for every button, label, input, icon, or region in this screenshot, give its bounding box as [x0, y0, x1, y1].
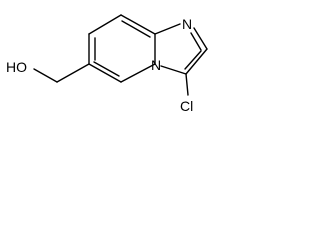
double-bond-c2-c3-inner: [184, 50, 202, 70]
bond-n4-c5: [120, 63, 156, 83]
structure-diagram: N N HO Cl: [6, 14, 208, 114]
bond-c7-c8: [88, 14, 122, 35]
atom-label-hydroxyl: HO: [6, 59, 27, 75]
bond-c8a-n1: [154, 23, 181, 35]
bond-c3-cl: [185, 73, 189, 96]
bond-n1-c2: [193, 27, 208, 50]
atom-label-n-top: N: [182, 16, 192, 32]
bond-c2-c3: [185, 48, 208, 75]
double-bond-c5-c6-inner: [93, 61, 120, 77]
bond-c5-c6: [88, 63, 122, 83]
double-bond-c8-c8a-inner: [121, 20, 151, 38]
atom-label-n-bridge: N: [151, 57, 161, 73]
bond-c8-c8a: [120, 14, 156, 35]
double-bond-n1-c2-inner: [190, 32, 202, 51]
bond-c6-ch2: [56, 63, 90, 83]
atom-label-chloro: Cl: [180, 98, 193, 114]
bond-ch2-o: [33, 68, 58, 83]
bond-c3-n4: [160, 65, 187, 75]
